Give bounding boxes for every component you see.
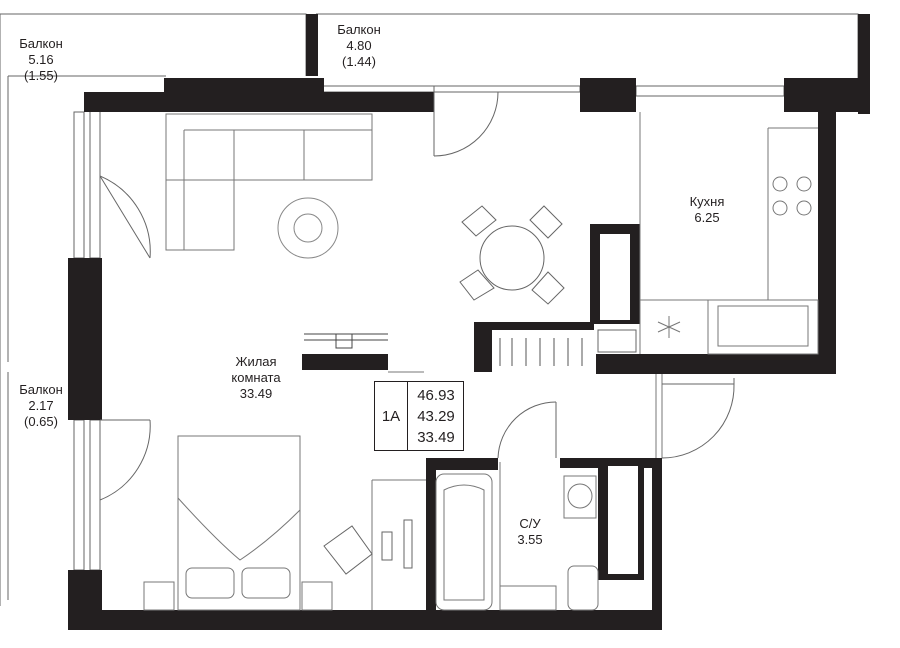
wardrobe-hangers (499, 338, 583, 366)
balcony-top-label: Балкон 4.80 (1.44) (324, 22, 394, 70)
walls (68, 14, 870, 630)
room-area-coef: (1.55) (24, 68, 58, 83)
apartment-type: 1А (375, 382, 408, 450)
rug-center (293, 213, 323, 243)
partition-lines (371, 112, 663, 610)
room-area: 6.25 (694, 210, 720, 225)
balcony-left-bottom-label: Балкон 2.17 (0.65) (6, 382, 76, 430)
area-values: 46.93 43.29 33.49 (408, 385, 464, 448)
dining-set (459, 205, 565, 305)
room-name-line2: комната (231, 370, 281, 385)
room-area: 2.17 (28, 398, 54, 413)
room-name: Кухня (689, 194, 725, 209)
living-area: 33.49 (417, 429, 455, 446)
room-name: С/У (519, 516, 541, 531)
room-area: 33.49 (239, 386, 273, 401)
bath-fixtures (435, 473, 599, 611)
room-name: Балкон (337, 22, 381, 37)
doors (99, 91, 735, 501)
total-area: 46.93 (417, 387, 455, 404)
tv-stand (304, 333, 388, 349)
room-area: 3.55 (517, 532, 543, 547)
wall-niche-bath (608, 466, 638, 574)
balcony-left-top-label: Балкон 5.16 (1.55) (6, 36, 76, 84)
room-name: Балкон (19, 36, 63, 51)
room-area-coef: (1.44) (342, 54, 376, 69)
bathroom-label: С/У 3.55 (500, 516, 560, 548)
room-area: 5.16 (28, 52, 54, 67)
kitchen-ledge (597, 329, 637, 353)
area-summary-box: 1А 46.93 43.29 33.49 (374, 381, 464, 451)
bed (143, 435, 333, 611)
living-total-area: 43.29 (417, 408, 455, 425)
kitchen-counter (640, 127, 819, 355)
wall-niche (600, 234, 630, 320)
room-area-coef: (0.65) (24, 414, 58, 429)
round-rug (277, 197, 339, 259)
room-name: Балкон (19, 382, 63, 397)
desk-chair (323, 519, 413, 575)
kitchen-label: Кухня 6.25 (672, 194, 742, 226)
sofa (165, 113, 373, 251)
room-area: 4.80 (346, 38, 372, 53)
room-name-line1: Жилая (235, 354, 277, 369)
living-room-label: Жилая комната 33.49 (206, 354, 306, 402)
